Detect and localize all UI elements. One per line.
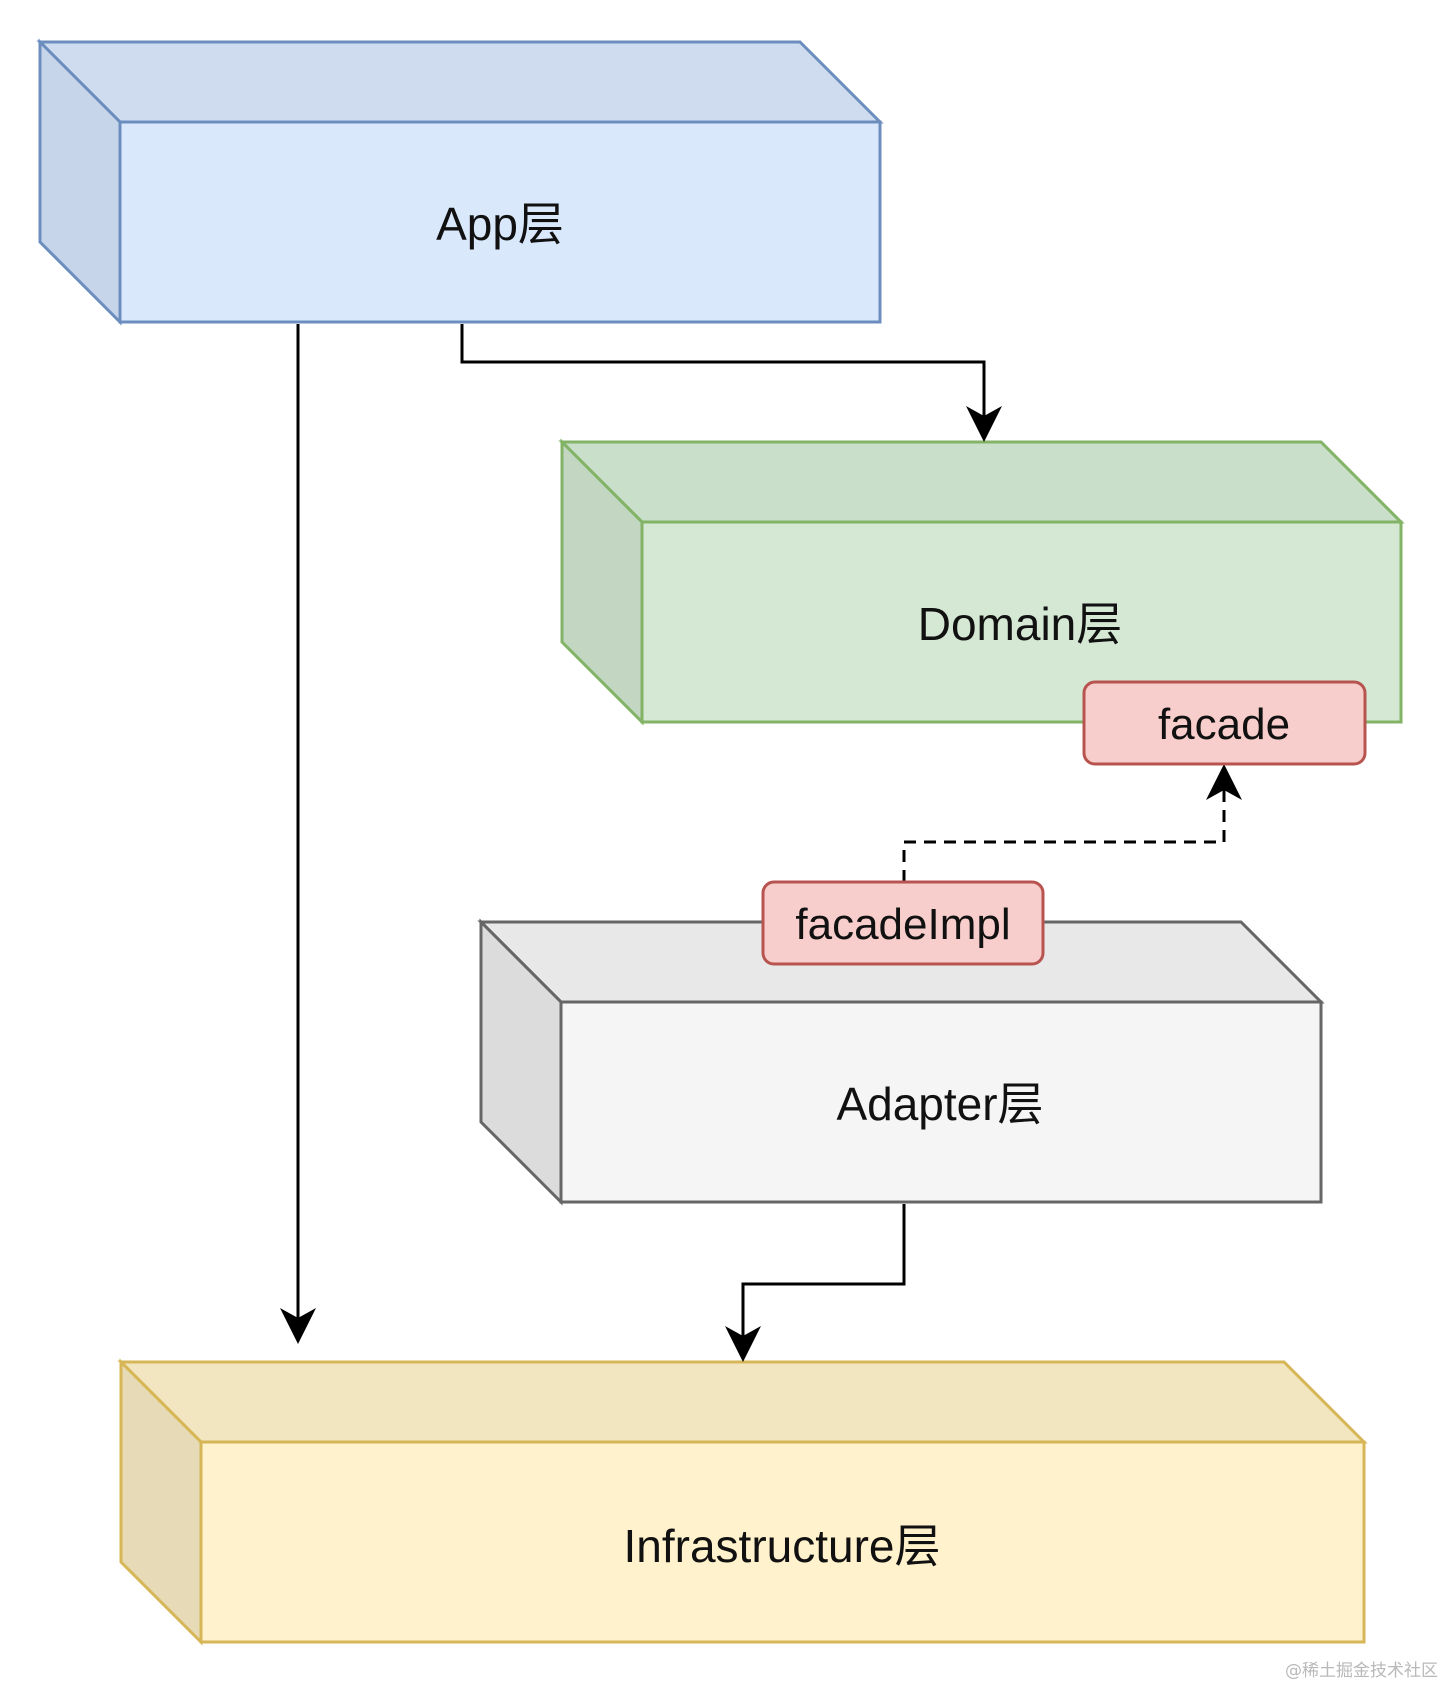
facadeimpl-component-box: [761, 880, 1045, 966]
facadeimpl-component-label: facadeImpl: [795, 900, 1010, 949]
app-to-infrastructure-arrowhead: [280, 1308, 316, 1344]
adapter-to-infrastructure-arrow-line: [741, 1204, 906, 1340]
app-layer-top-face: [36, 40, 884, 124]
app-to-domain-arrow-line: [460, 324, 986, 420]
infrastructure-layer-front-face: [199, 1440, 1366, 1644]
adapter-layer-label: Adapter层: [836, 1078, 1043, 1130]
app-layer-front-face: [118, 120, 882, 324]
app-layer-label: App层: [436, 198, 564, 250]
adapter-layer-box: Adapter层: [477, 918, 1325, 1206]
domain-layer-label: Domain层: [918, 598, 1123, 650]
domain-layer-top-face: [558, 440, 1405, 524]
infrastructure-layer-top-face: [117, 1360, 1368, 1444]
infrastructure-layer-label: Infrastructure层: [624, 1520, 941, 1572]
app-to-domain-arrowhead: [966, 406, 1002, 442]
facadeimpl-component: facadeImpl: [761, 880, 1045, 966]
facade-component-box: [1082, 680, 1367, 766]
facade-component-label: facade: [1158, 700, 1290, 749]
domain-layer-box: Domain层: [558, 438, 1405, 726]
watermark-text: @稀土掘金技术社区: [1285, 1661, 1438, 1681]
connectors: [280, 324, 1242, 1362]
adapter-to-infrastructure-arrowhead: [725, 1326, 761, 1362]
facadeimpl-to-facade-arrowhead: [1206, 764, 1242, 800]
facadeimpl-to-facade-dashed-line: [902, 786, 1226, 882]
infrastructure-layer-box: Infrastructure层: [117, 1358, 1368, 1646]
adapter-layer-front-face: [559, 1000, 1323, 1204]
app-layer-box: App层: [36, 38, 884, 326]
facade-component: facade: [1082, 680, 1367, 766]
